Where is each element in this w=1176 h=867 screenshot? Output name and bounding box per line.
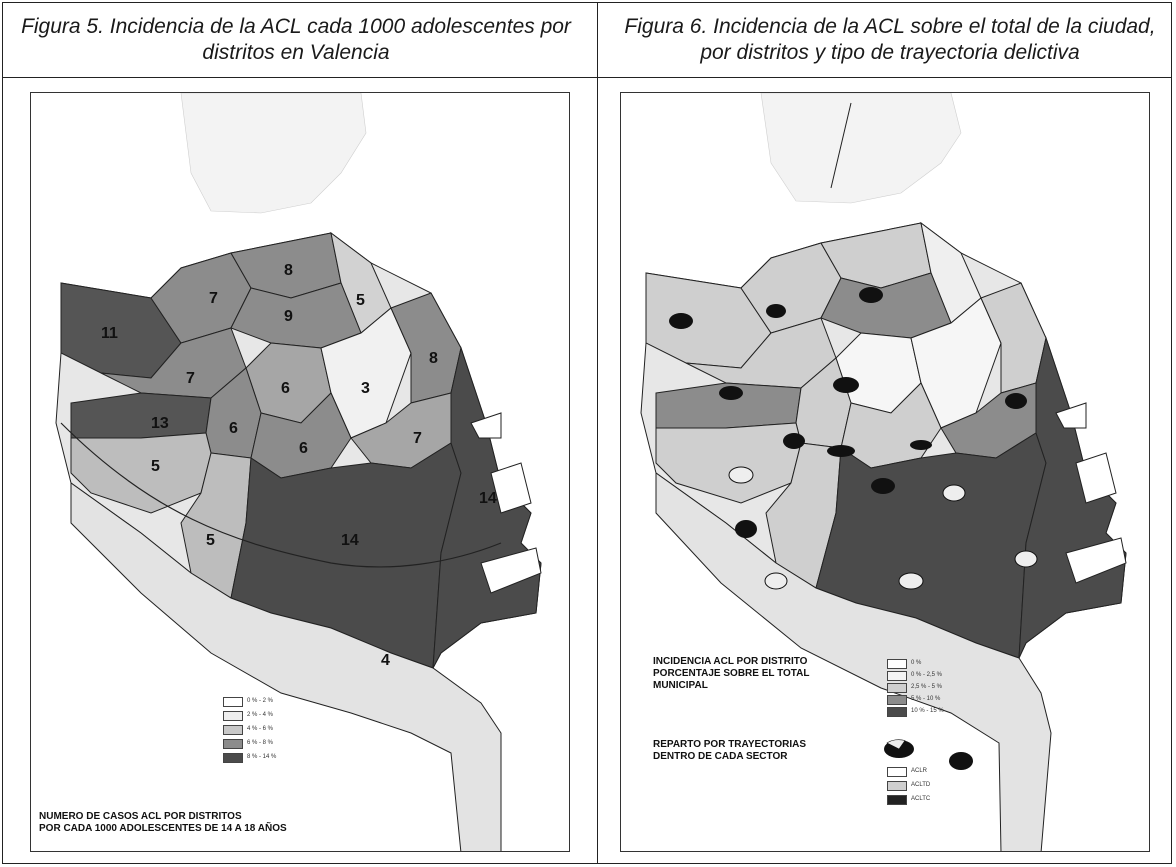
port-pier-3 xyxy=(480,547,542,594)
figure-5-legend-title: NUMERO DE CASOS ACL POR DISTRITOS POR CA… xyxy=(39,811,287,834)
legend-swatch-4 xyxy=(223,739,243,749)
figure-5-caption: Figura 5. Incidencia de la ACL cada 1000… xyxy=(21,15,571,64)
district-label-3: 3 xyxy=(361,380,370,397)
legend-swatch-5 xyxy=(223,753,243,763)
pie-sample-slice xyxy=(886,739,906,750)
figure-6-map-panel: INCIDENCIA ACL POR DISTRITO PORCENTAJE S… xyxy=(620,92,1150,852)
figure-6-district-map xyxy=(640,93,1127,851)
pie-marker xyxy=(942,484,966,502)
legend-label-5: 8 % - 14 % xyxy=(247,754,277,760)
legend-swatch-1 xyxy=(223,697,243,707)
pie-marker xyxy=(728,466,754,484)
pie-marker xyxy=(898,572,924,590)
incidence-swatch-2 xyxy=(887,671,907,681)
incidence-label-3: 2,5 % - 5 % xyxy=(911,684,943,690)
pie-marker xyxy=(735,520,757,538)
district-label-7a: 7 xyxy=(209,290,218,307)
reparto-label-2: ACLTD xyxy=(911,782,931,788)
legend-label-3: 4 % - 6 % xyxy=(247,726,274,732)
pie-marker xyxy=(827,445,855,457)
north-road xyxy=(830,102,852,189)
district-label-9: 9 xyxy=(284,308,293,325)
district-label-8a: 8 xyxy=(284,262,293,279)
pie-marker xyxy=(833,377,859,393)
column-divider xyxy=(597,3,598,863)
legend-swatch-2 xyxy=(223,711,243,721)
pie-marker xyxy=(910,440,932,450)
district-label-4: 4 xyxy=(381,652,390,669)
legend-label-4: 6 % - 8 % xyxy=(247,740,274,746)
reparto-swatch-1 xyxy=(887,767,907,777)
port-pier-3 xyxy=(1065,537,1127,584)
north-area xyxy=(760,93,962,204)
figure-6-caption: Figura 6. Incidencia de la ACL sobre el … xyxy=(624,15,1156,64)
incidence-swatch-5 xyxy=(887,707,907,717)
pie-marker xyxy=(766,304,786,318)
pie-markers xyxy=(669,287,1038,770)
district-label-5b: 5 xyxy=(151,458,160,475)
incidence-swatch-1 xyxy=(887,659,907,669)
pie-marker xyxy=(859,287,883,303)
district-label-6c: 6 xyxy=(299,440,308,457)
legend-label-2: 2 % - 4 % xyxy=(247,712,274,718)
pie-marker xyxy=(719,386,743,400)
district-label-8b: 8 xyxy=(429,350,438,367)
legend-label-1: 0 % - 2 % xyxy=(247,698,274,704)
figure-5-district-map: 11 7 8 5 9 7 6 3 8 13 6 6 7 5 5 14 14 4 xyxy=(55,93,542,851)
reparto-swatch-2 xyxy=(887,781,907,791)
district-label-13: 13 xyxy=(151,415,169,432)
district-port xyxy=(1018,336,1127,659)
district-label-7c: 7 xyxy=(413,430,422,447)
pie-marker xyxy=(1014,550,1038,568)
figure-5-map-panel: 11 7 8 5 9 7 6 3 8 13 6 6 7 5 5 14 14 4 … xyxy=(30,92,570,852)
incidence-swatch-4 xyxy=(887,695,907,705)
pie-marker xyxy=(669,313,693,329)
reparto-label-3: ACLTC xyxy=(911,796,931,802)
pie-marker xyxy=(764,572,788,590)
reparto-swatch-3 xyxy=(887,795,907,805)
incidence-label-5: 10 % - 15 % xyxy=(911,708,944,714)
district-label-7b: 7 xyxy=(186,370,195,387)
district-label-5a: 5 xyxy=(356,292,365,309)
reparto-legend-title: REPARTO POR TRAYECTORIAS DENTRO DE CADA … xyxy=(653,739,806,762)
pie-marker xyxy=(949,752,973,770)
district-14-east xyxy=(432,346,542,669)
incidence-legend-title: INCIDENCIA ACL POR DISTRITO PORCENTAJE S… xyxy=(653,656,810,691)
district-13 xyxy=(70,392,212,439)
district-label-14a: 14 xyxy=(341,532,359,549)
river-turia xyxy=(60,422,502,568)
incidence-label-1: 0 % xyxy=(911,660,922,666)
incidence-swatch-3 xyxy=(887,683,907,693)
port-pier-2 xyxy=(1075,452,1117,504)
district-label-6a: 6 xyxy=(281,380,290,397)
legend-swatch-3 xyxy=(223,725,243,735)
district-label-14b: 14 xyxy=(479,490,497,507)
reparto-pie-sample xyxy=(884,739,914,758)
pie-marker xyxy=(783,433,805,449)
port-pier-1 xyxy=(1055,402,1087,429)
pie-marker xyxy=(1005,393,1027,409)
district-4-coast xyxy=(70,482,502,851)
reparto-label-1: ACLR xyxy=(911,768,928,774)
north-area xyxy=(180,93,367,214)
port-pier-1 xyxy=(470,412,502,439)
incidence-label-2: 0 % - 2,5 % xyxy=(911,672,943,678)
port-pier-2 xyxy=(490,462,532,514)
district-label-6b: 6 xyxy=(229,420,238,437)
coastal-strip xyxy=(655,472,1052,851)
pie-marker xyxy=(871,478,895,494)
incidence-label-4: 5 % - 10 % xyxy=(911,696,941,702)
district-label-11: 11 xyxy=(101,325,118,342)
header-divider xyxy=(3,77,1171,78)
district-label-5c: 5 xyxy=(206,532,215,549)
